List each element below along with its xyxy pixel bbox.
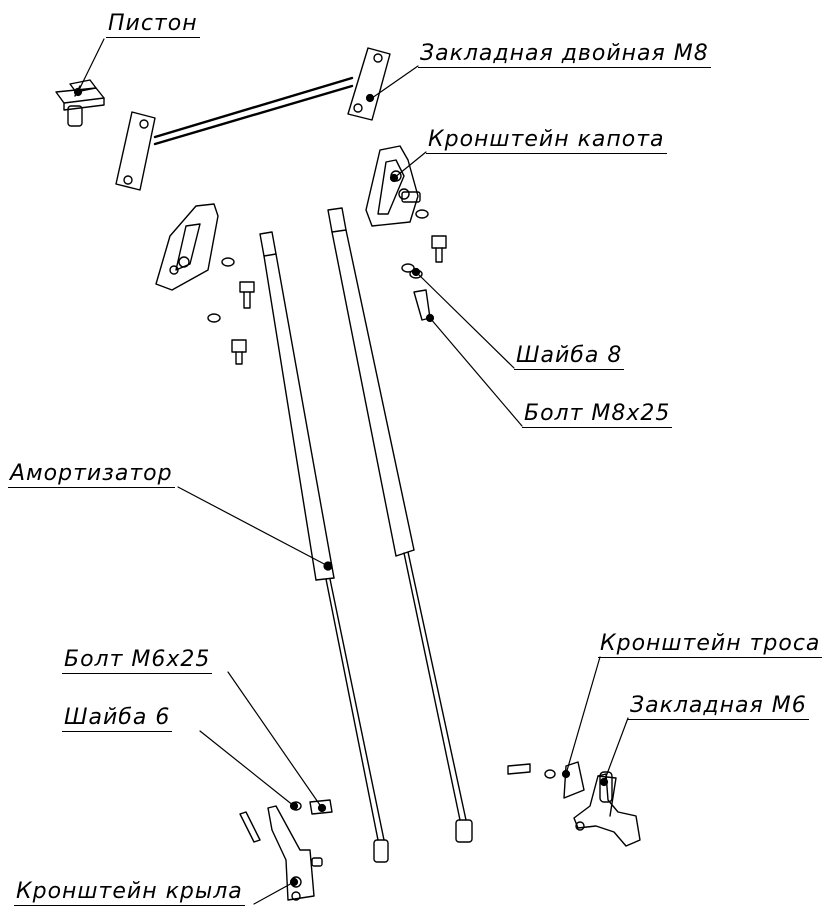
label-hood-bracket: Кронштейн капота	[426, 127, 667, 154]
wing-bracket-part	[239, 799, 333, 901]
hood-bracket-right-part	[365, 145, 421, 227]
label-cable-bracket: Кронштейн троса	[598, 631, 823, 658]
leader-lines	[73, 38, 629, 905]
label-insert-m6: Закладная М6	[628, 693, 809, 720]
label-bolt-m8x25: Болт М8х25	[522, 401, 673, 428]
hood-bracket-left-part	[155, 203, 219, 291]
label-insert-double-m8: Закладная двойная М8	[418, 41, 711, 68]
label-bolt-m6x25: Болт М6х25	[62, 647, 213, 674]
label-washer-8: Шайба 8	[514, 343, 625, 370]
shock-absorber-right-part	[327, 207, 473, 843]
cable-bracket-part	[507, 761, 641, 847]
washers-bolts-m8	[207, 209, 447, 365]
label-wing-bracket: Кронштейн крыла	[14, 879, 245, 906]
label-washer-6: Шайба 6	[62, 705, 173, 732]
label-shock-absorber: Амортизатор	[8, 461, 175, 488]
label-piston: Пистон	[106, 11, 200, 38]
shock-absorber-left-part	[259, 231, 389, 863]
double-insert-m8-part	[115, 47, 391, 191]
